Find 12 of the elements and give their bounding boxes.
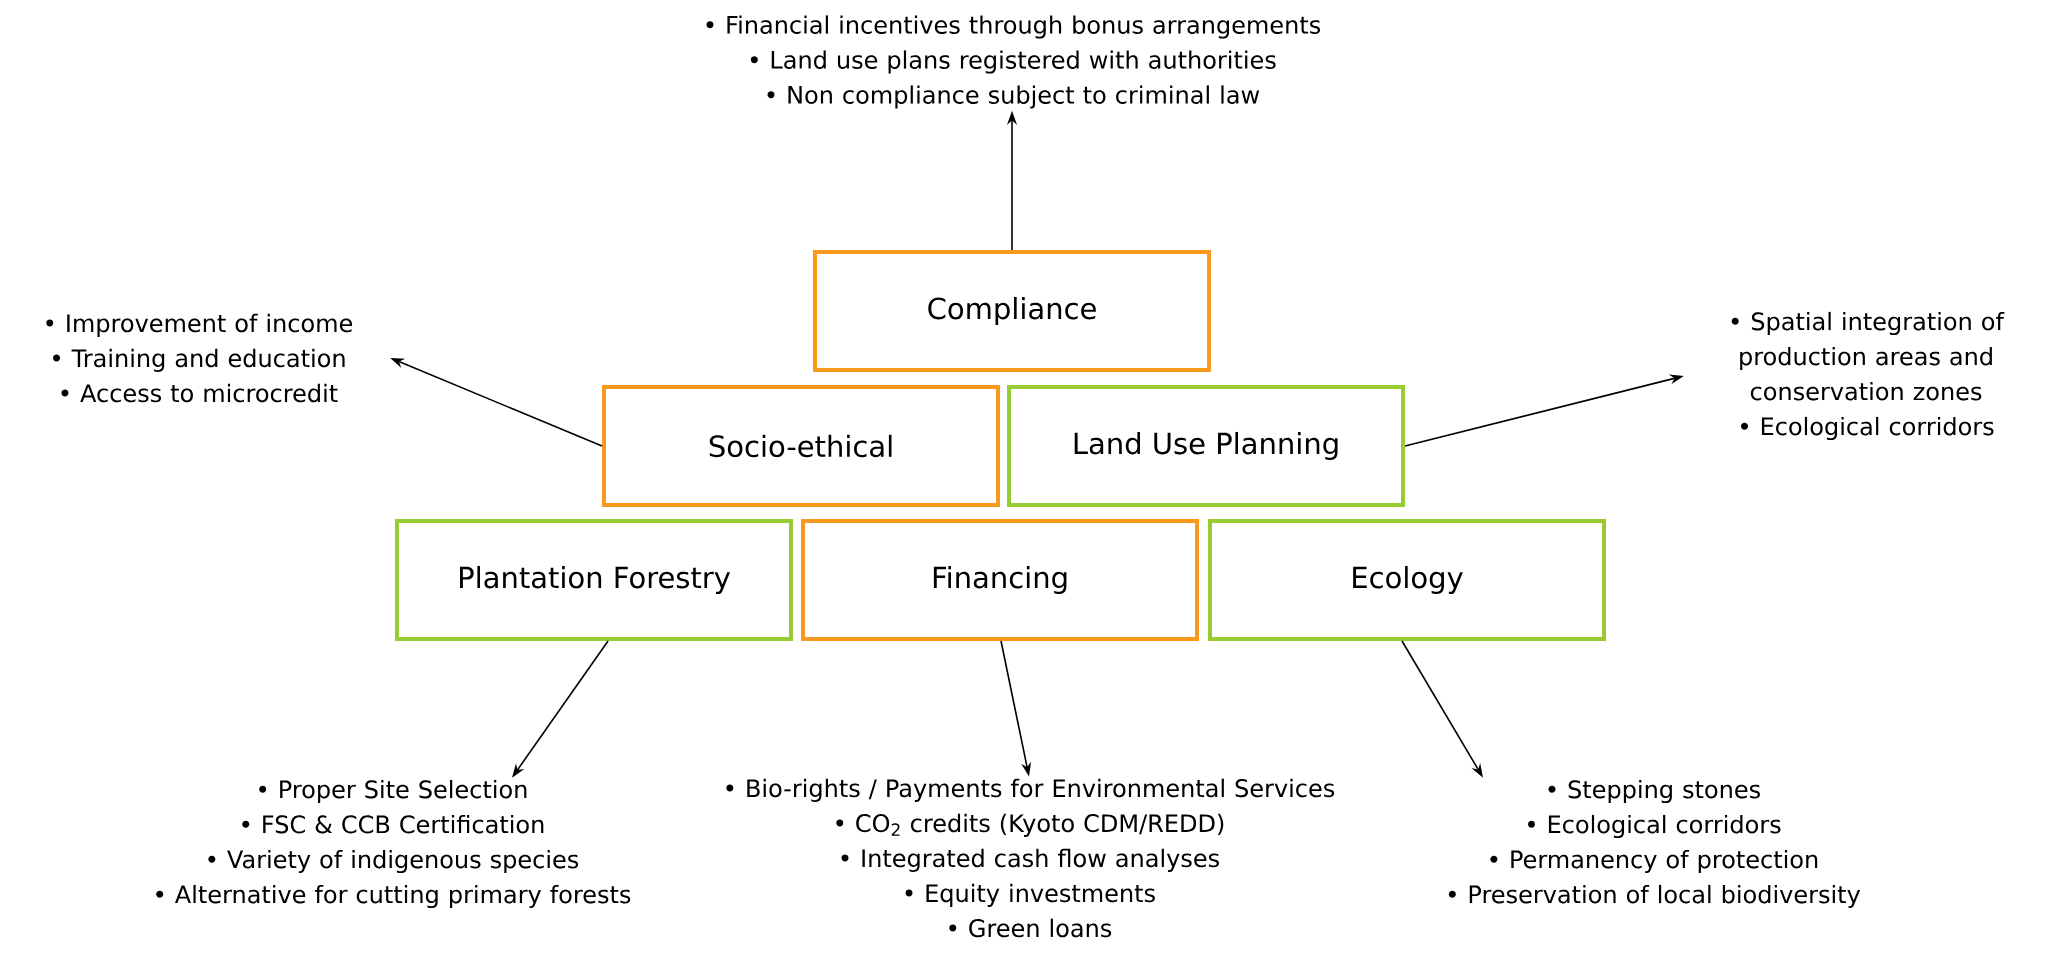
label-box: Socio-ethical [602,385,1000,507]
bullet-list: • Improvement of income • Training and education • Access to microcredit [46,313,353,403]
bullet-list: • Financial incentives through bonus arrangements • Land use plans registered with authorities • Non compliance subject to criminal law [706,15,1321,109]
label-box: Financing [801,519,1199,641]
bullet-list: • Spatial integration of production areas and conservation zones • Ecological corridors [1731,311,2005,441]
label-box: Compliance [813,250,1211,372]
bullet-list: • Proper Site Selection • FSC & CCB Certification • Variety of indigenous species • Alternative for cutting primary forests [156,779,631,909]
label-box: Ecology [1208,519,1606,641]
bullet-list: • Stepping stones • Ecological corridors • Permanency of protection • Preservation of local biodiversity [1448,779,1861,909]
bullet-list: • Bio-rights / Payments for Environmental Services • CO$_{2}$ credits (Kyoto CDM/REDD) • Integrated cash flow analyses • Equity investments • Green loans [726,778,1335,938]
label-box: Land Use Planning [1007,385,1405,507]
label-box: Plantation Forestry [395,519,793,641]
